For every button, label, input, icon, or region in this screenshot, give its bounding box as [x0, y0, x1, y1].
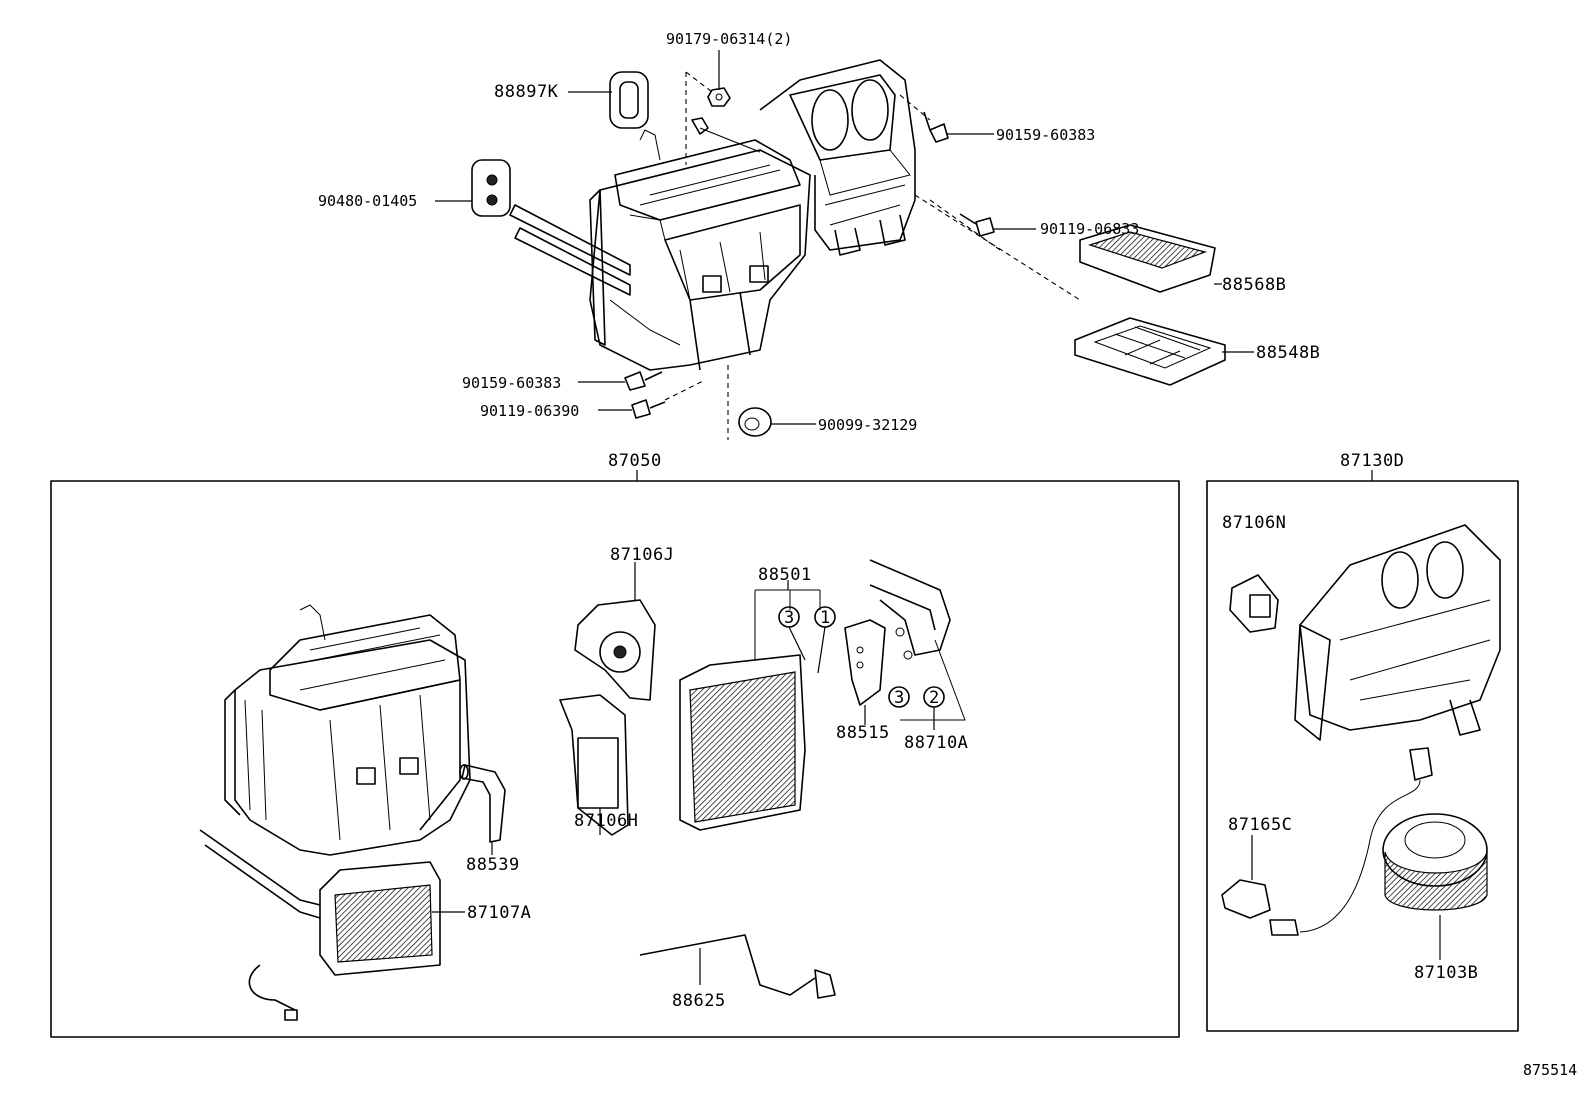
- valve-88710A: 3 2: [869, 559, 966, 730]
- hvac-unit-assembly: [509, 59, 916, 371]
- resistor-87165C: [1221, 835, 1271, 919]
- box-87050-leaders: [432, 562, 789, 913]
- label-88710A: 88710A: [904, 733, 968, 753]
- label-87106J: 87106J: [610, 545, 674, 565]
- ref-circle-2: 2: [929, 688, 940, 708]
- label-90119-06390: 90119-06390: [480, 402, 579, 420]
- screw-90119-06833: [959, 213, 995, 237]
- label-87106H: 87106H: [574, 811, 638, 831]
- sensor-88515: [844, 619, 886, 725]
- top-leaders: [435, 50, 1254, 425]
- box-87050: [50, 470, 1180, 1038]
- label-88515: 88515: [836, 723, 890, 743]
- ref-circle-3a: 3: [784, 608, 795, 628]
- ref-circle-1: 1: [820, 608, 831, 628]
- blower-motor-87103B: [1382, 813, 1488, 960]
- blower-case: [1294, 524, 1501, 741]
- label-87107A: 87107A: [467, 903, 531, 923]
- heater-unit-case: [224, 604, 471, 856]
- label-90159-60383-bottom: 90159-60383: [462, 374, 561, 392]
- screw-90119-06390: [631, 399, 666, 419]
- label-87165C: 87165C: [1228, 815, 1292, 835]
- servo-87106N: [1229, 574, 1279, 633]
- guide-lines: [664, 71, 1081, 440]
- box-87130D: [1206, 470, 1519, 1032]
- screw-90159-bottom: [624, 371, 663, 391]
- label-88568B: 88568B: [1222, 275, 1286, 295]
- heater-core-87107A: [199, 829, 441, 1021]
- label-88539: 88539: [466, 855, 520, 875]
- filter-cover-88568B: [1079, 224, 1216, 293]
- label-87050: 87050: [608, 451, 662, 471]
- label-88897K: 88897K: [494, 82, 559, 102]
- label-87130D: 87130D: [1340, 451, 1404, 471]
- label-90119-06833: 90119-06833: [1040, 220, 1139, 238]
- label-87103B: 87103B: [1414, 963, 1478, 983]
- label-87106N: 87106N: [1222, 513, 1286, 533]
- label-90159-60383-top: 90159-60383: [996, 126, 1095, 144]
- motor-wire-harness: [1269, 747, 1433, 936]
- label-88625: 88625: [672, 991, 726, 1011]
- figure-id: 875514: [1523, 1061, 1577, 1079]
- filter-88548B: [1074, 317, 1226, 386]
- label-90480-01405: 90480-01405: [318, 192, 417, 210]
- sensor-wire-88625: [639, 934, 836, 999]
- oring-refs-evaporator: 3 1: [778, 606, 836, 674]
- label-88548B: 88548B: [1256, 343, 1320, 363]
- screw-90159-top: [923, 111, 949, 143]
- label-90099-32129: 90099-32129: [818, 416, 917, 434]
- label-88501: 88501: [758, 565, 812, 585]
- servo-87106J: [574, 599, 656, 701]
- grommet-90099: [738, 407, 772, 437]
- hose-88539: [459, 764, 506, 843]
- grommet-88897K: [609, 71, 649, 129]
- ref-circle-3b: 3: [894, 688, 905, 708]
- grommet-90480: [471, 159, 511, 217]
- servo-87106H: [559, 694, 629, 836]
- evaporator-88501: [679, 589, 821, 831]
- label-90179-06314: 90179-06314(2): [666, 30, 792, 48]
- nut-90179: [707, 87, 731, 107]
